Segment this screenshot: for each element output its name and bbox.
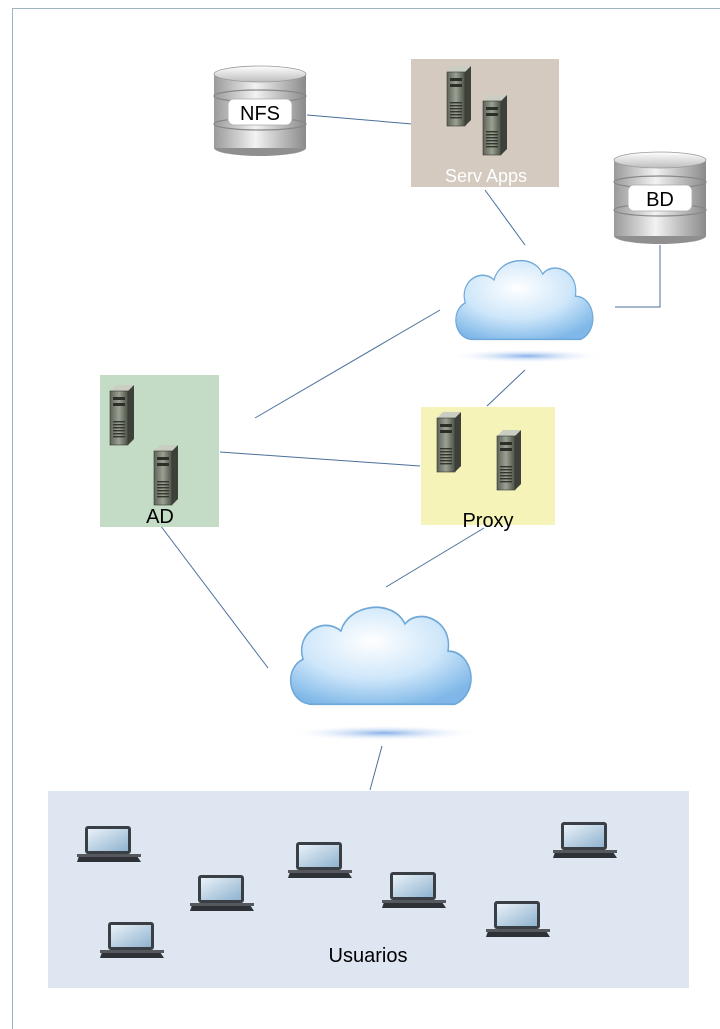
cloud-icon	[455, 259, 594, 341]
server-tower-icon	[153, 444, 179, 506]
ad-label: AD	[146, 506, 174, 528]
nfs-label: NFS	[240, 103, 280, 125]
database-cylinder-icon	[213, 65, 307, 156]
link-cloud-proxy	[486, 369, 526, 407]
server-tower-icon	[436, 411, 462, 473]
server-tower-icon	[496, 429, 522, 491]
cloud-shadow	[288, 725, 480, 741]
internal-cloud	[449, 259, 605, 363]
proxy-node: Proxy	[421, 407, 555, 532]
link-cloud-usuarios	[369, 745, 383, 791]
link-bd-cloud	[615, 245, 661, 308]
serv-apps-label: Serv Apps	[445, 166, 527, 186]
cloud-icon	[289, 606, 472, 706]
bd-database: BD	[613, 151, 707, 244]
nfs-database: NFS	[213, 65, 307, 156]
link-nfs-servapps	[306, 114, 413, 125]
usuarios-node: Usuarios	[48, 791, 689, 988]
page-frame	[12, 8, 720, 1029]
external-cloud	[288, 606, 480, 741]
link-proxy-cloud	[385, 527, 485, 588]
link-servapps-cloud	[484, 189, 526, 246]
server-tower-icon	[446, 65, 472, 127]
server-tower-icon	[109, 384, 135, 446]
cloud-shadow	[449, 349, 605, 363]
usuarios-label: Usuarios	[329, 945, 408, 967]
database-cylinder-icon	[613, 151, 707, 244]
proxy-label: Proxy	[462, 510, 513, 532]
link-cloud-ad	[254, 309, 441, 419]
server-tower-icon	[482, 94, 508, 156]
ad-node: AD	[100, 375, 219, 528]
link-ad-cloud	[159, 524, 269, 669]
link-ad-proxy	[219, 451, 421, 467]
serv-apps-node: Serv Apps	[411, 59, 559, 187]
bd-label: BD	[646, 189, 674, 211]
connectors	[159, 114, 661, 791]
